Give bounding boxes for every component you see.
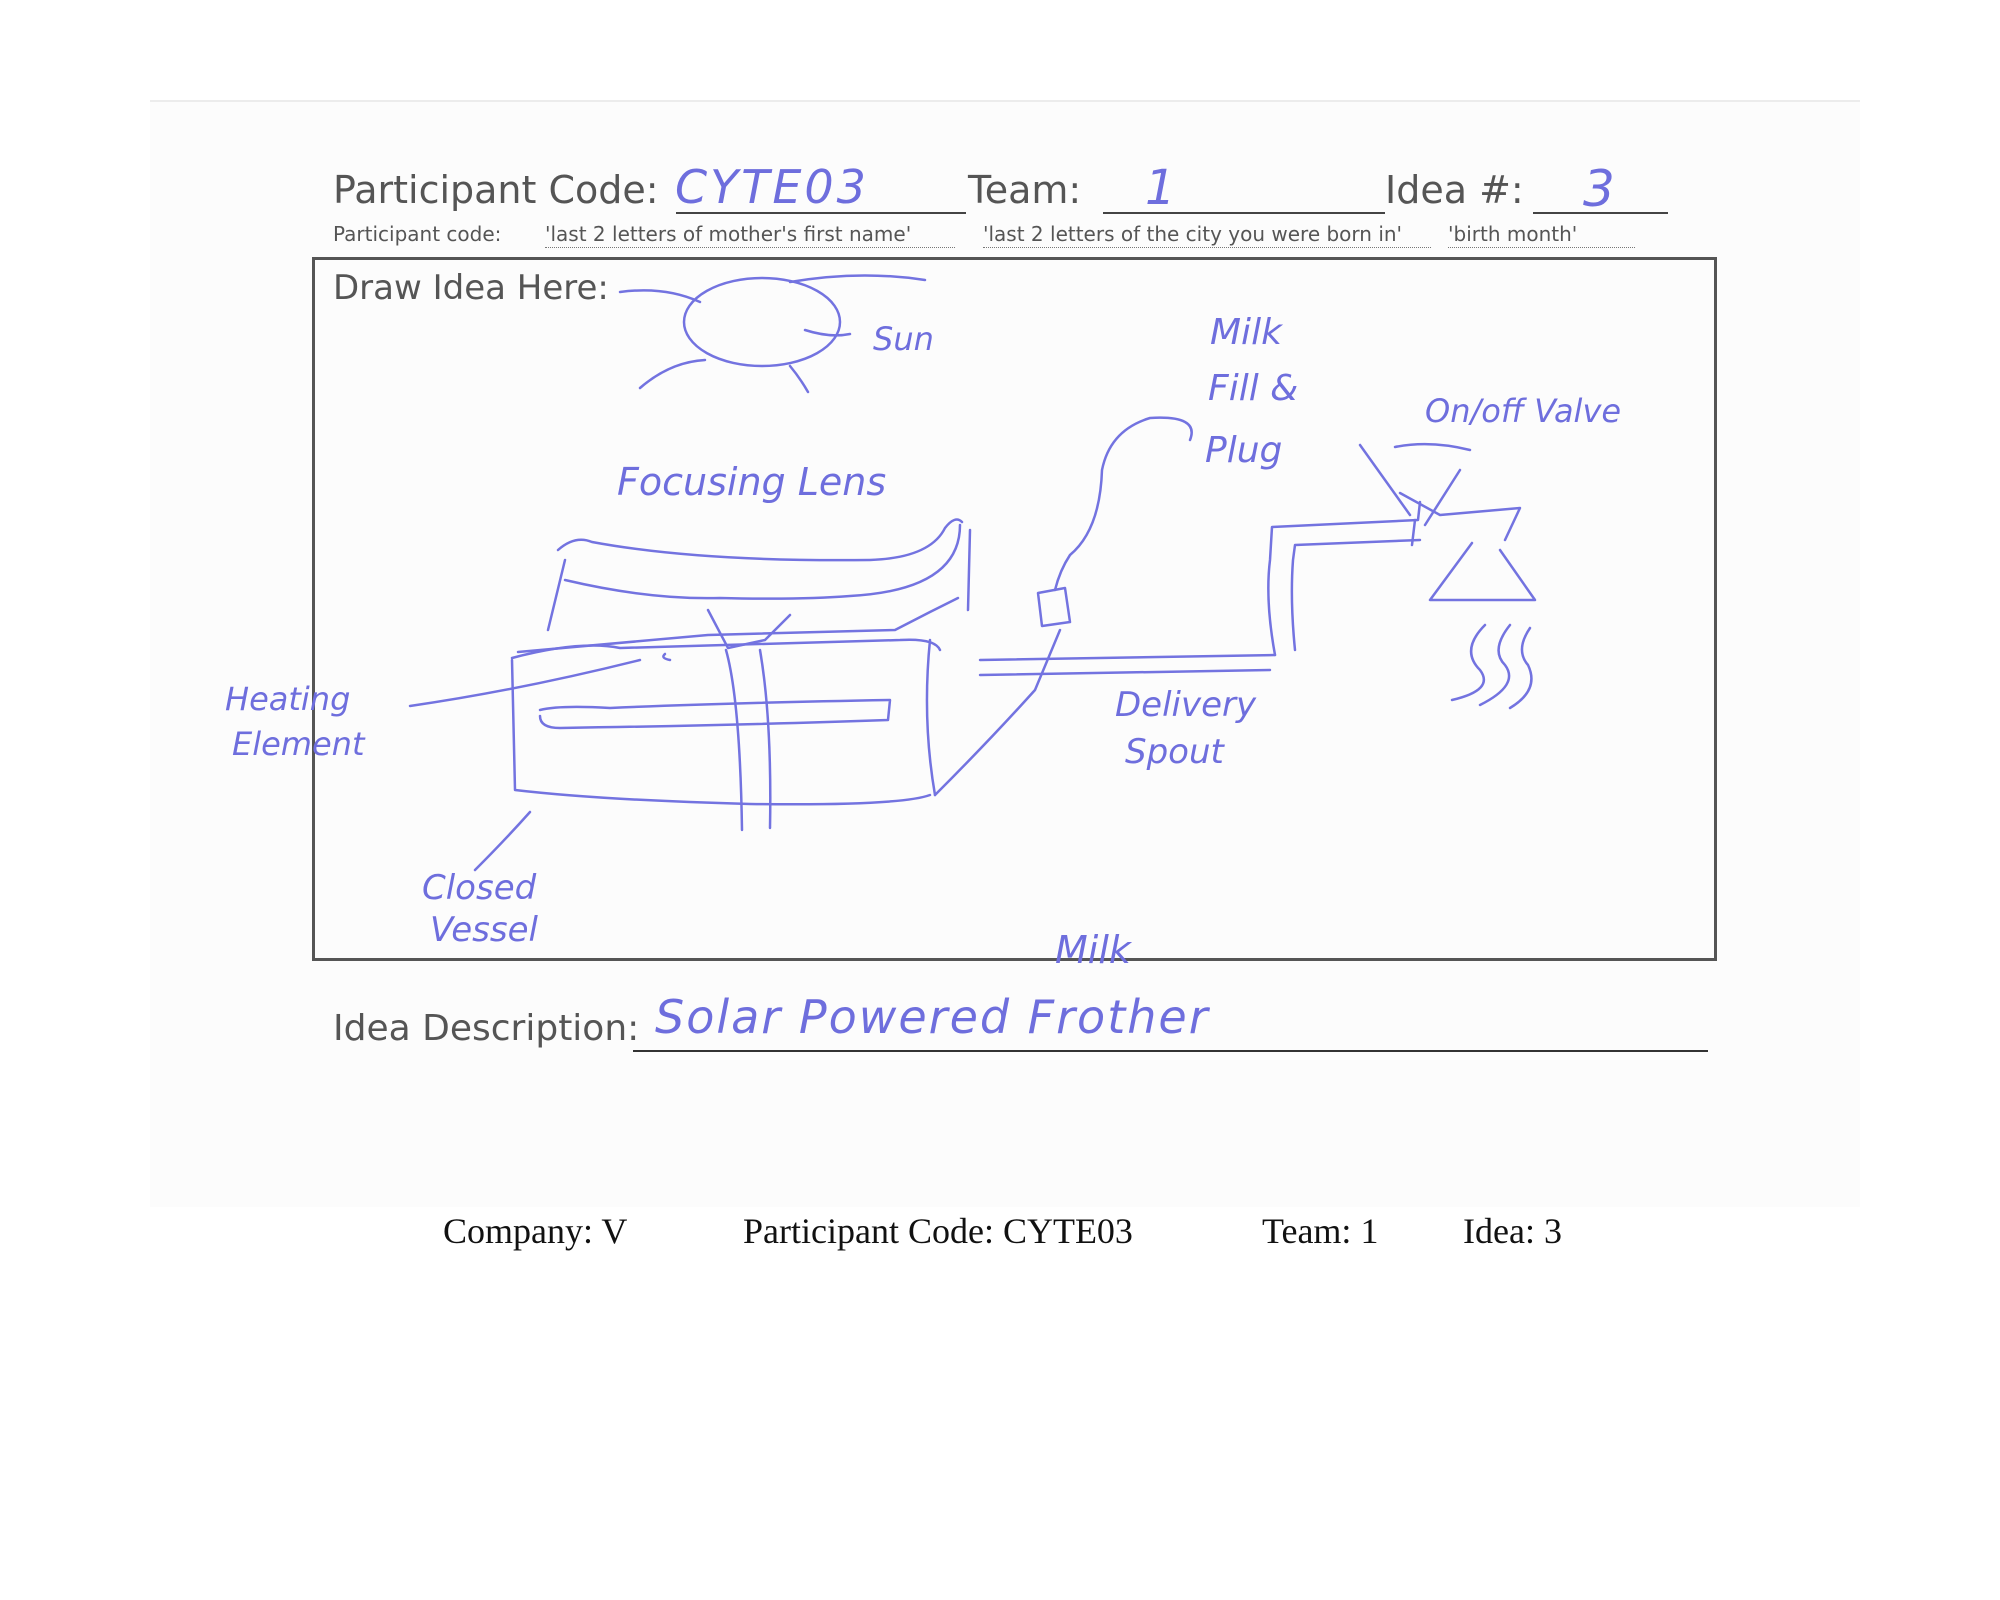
delivery-spout-label-line2: Spout bbox=[1125, 732, 1224, 772]
delivery-spout-label-line1: Delivery bbox=[1115, 685, 1257, 725]
milk-label: Milk bbox=[1055, 928, 1131, 972]
idea-description-rule bbox=[633, 1050, 1708, 1052]
closed-vessel-label-line1: Closed bbox=[422, 868, 537, 908]
participant-code-rule bbox=[676, 212, 966, 214]
participant-code-value: CYTE03 bbox=[675, 160, 869, 214]
closed-vessel-label-line2: Vessel bbox=[430, 910, 538, 950]
milk-fill-label-line1: Milk bbox=[1210, 312, 1282, 353]
idea-number-rule bbox=[1533, 212, 1668, 214]
heating-element-label-line1: Heating bbox=[225, 680, 351, 718]
milk-fill-label-line2: Fill & bbox=[1208, 368, 1299, 409]
footer-participant-code: Participant Code: CYTE03 bbox=[743, 1211, 1133, 1251]
team-value: 1 bbox=[1145, 160, 1176, 216]
instruction-underline-2 bbox=[983, 247, 1431, 248]
sun-label: Sun bbox=[873, 320, 934, 358]
instruction-underline-1 bbox=[545, 247, 955, 248]
footer-team: Team: 1 bbox=[1262, 1211, 1379, 1251]
footer-idea: Idea: 3 bbox=[1463, 1211, 1562, 1251]
footer-company: Company: V bbox=[443, 1211, 628, 1251]
valve-label: On/off Valve bbox=[1425, 392, 1622, 430]
team-label: Team: bbox=[968, 168, 1082, 212]
lens-label: Focusing Lens bbox=[617, 460, 887, 504]
instruction-underline-3 bbox=[1448, 247, 1635, 248]
idea-description-label: Idea Description: bbox=[333, 1008, 640, 1049]
instruction-part-3: 'birth month' bbox=[1448, 222, 1578, 246]
participant-code-label: Participant Code: bbox=[333, 168, 659, 212]
draw-idea-label: Draw Idea Here: bbox=[333, 268, 609, 308]
milk-fill-label-line3: Plug bbox=[1205, 430, 1283, 471]
instruction-part-2: 'last 2 letters of the city you were bor… bbox=[983, 222, 1403, 246]
heating-element-label-line2: Element bbox=[232, 725, 365, 763]
idea-description-value: Solar Powered Frother bbox=[655, 990, 1210, 1044]
idea-number-label: Idea #: bbox=[1385, 168, 1524, 212]
team-rule bbox=[1103, 212, 1385, 214]
idea-number-value: 3 bbox=[1583, 160, 1615, 218]
drawing-area bbox=[312, 257, 1717, 961]
instruction-prefix: Participant code: bbox=[333, 222, 502, 246]
instruction-part-1: 'last 2 letters of mother's first name' bbox=[545, 222, 912, 246]
